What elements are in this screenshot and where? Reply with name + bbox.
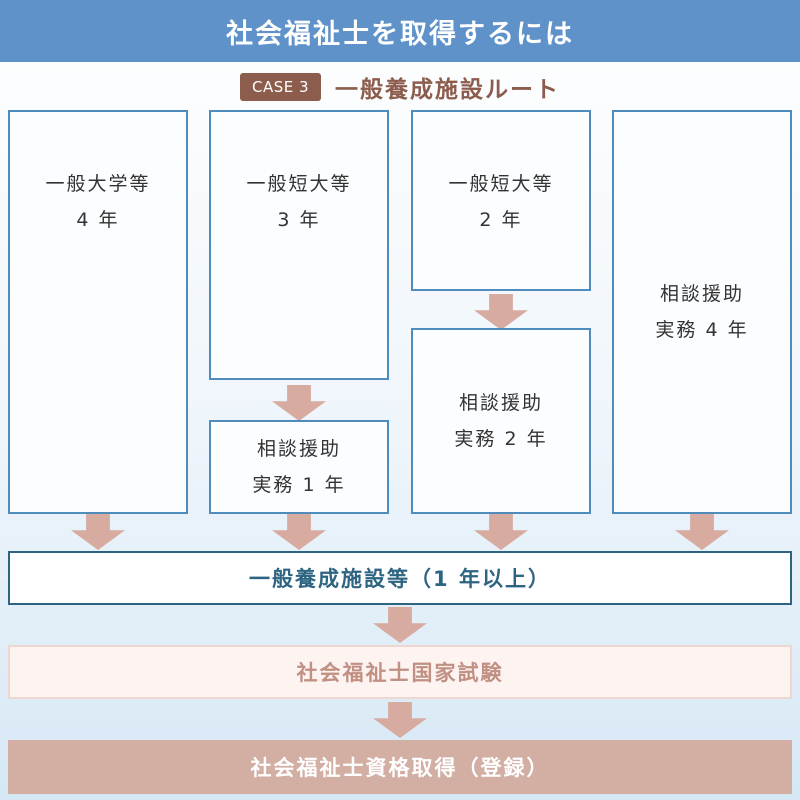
down-arrow-icon xyxy=(373,607,427,643)
box-duration: 3 年 xyxy=(277,209,321,231)
training-facility-bar: 一般養成施設等（1 年以上） xyxy=(8,551,792,605)
box-label: 一般短大等 xyxy=(246,173,352,195)
facility-label: 一般養成施設等（1 年以上） xyxy=(249,567,551,591)
down-arrow-icon xyxy=(272,514,326,550)
page-title: 社会福祉士を取得するには xyxy=(226,18,574,50)
junior-college-2yr-box: 一般短大等 2 年 xyxy=(411,110,591,291)
box-duration: 4 年 xyxy=(76,209,120,231)
box-label: 一般短大等 xyxy=(448,173,554,195)
box-label: 相談援助 xyxy=(659,283,744,305)
box-label: 一般大学等 xyxy=(45,173,151,195)
national-exam-bar: 社会福祉士国家試験 xyxy=(8,645,792,699)
junior-college-3yr-box: 一般短大等 3 年 xyxy=(209,110,389,380)
university-4yr-box: 一般大学等 4 年 xyxy=(8,110,188,514)
down-arrow-icon xyxy=(71,514,125,550)
box-duration: 実務 1 年 xyxy=(252,474,346,496)
down-arrow-icon xyxy=(373,702,427,738)
down-arrow-icon xyxy=(272,385,326,421)
practice-2yr-box: 相談援助 実務 2 年 xyxy=(411,328,591,514)
down-arrow-icon xyxy=(675,514,729,550)
box-label: 相談援助 xyxy=(256,438,341,460)
case-heading: CASE 3 一般養成施設ルート xyxy=(0,70,800,104)
page-title-banner: 社会福祉士を取得するには xyxy=(0,0,800,62)
registration-bar: 社会福祉士資格取得（登録） xyxy=(8,740,792,794)
practice-1yr-box: 相談援助 実務 1 年 xyxy=(209,420,389,514)
box-duration: 実務 4 年 xyxy=(655,319,749,341)
case-badge: CASE 3 xyxy=(239,73,322,101)
box-label: 相談援助 xyxy=(458,392,543,414)
down-arrow-icon xyxy=(474,294,528,330)
case-title: 一般養成施設ルート xyxy=(335,77,561,103)
box-duration: 実務 2 年 xyxy=(454,428,548,450)
exam-label: 社会福祉士国家試験 xyxy=(296,661,504,685)
practice-4yr-box: 相談援助 実務 4 年 xyxy=(612,110,792,514)
registration-label: 社会福祉士資格取得（登録） xyxy=(250,756,550,780)
box-duration: 2 年 xyxy=(479,209,523,231)
down-arrow-icon xyxy=(474,514,528,550)
